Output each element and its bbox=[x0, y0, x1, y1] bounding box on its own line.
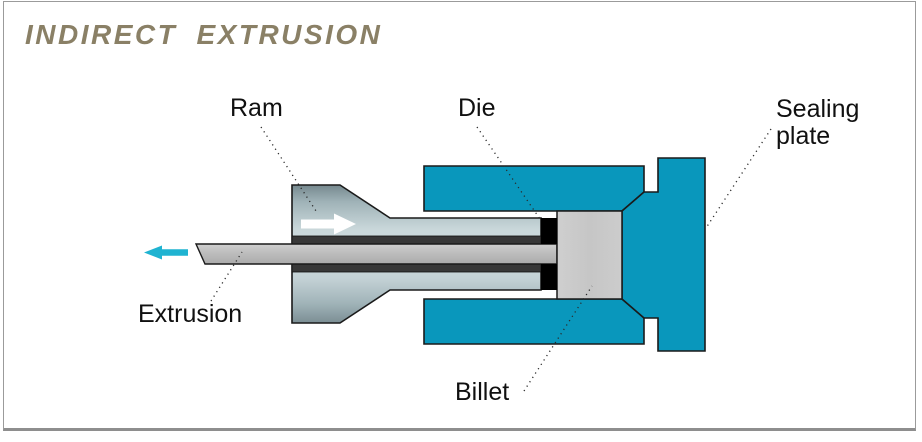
die-label: Die bbox=[458, 94, 496, 122]
page-border-frame bbox=[3, 1, 916, 431]
sealing-plate-label-line1: Sealing bbox=[776, 95, 860, 123]
billet-part bbox=[556, 210, 623, 300]
extrusion-direction-arrow-icon bbox=[144, 245, 188, 260]
ram-bore-lining-top bbox=[291, 235, 542, 245]
die-part-top bbox=[541, 218, 557, 244]
billet-label: Billet bbox=[455, 378, 510, 406]
ram-bore-lining-bottom bbox=[291, 263, 542, 273]
billet-leader-line bbox=[523, 285, 593, 392]
ram-direction-arrow-icon bbox=[301, 213, 356, 235]
sealing-plate-leader-line bbox=[705, 128, 772, 229]
sealing-plate-part bbox=[621, 157, 706, 352]
sealing-plate-label-line2: plate bbox=[776, 122, 831, 150]
extrusion-product-part bbox=[194, 243, 558, 265]
ram-label: Ram bbox=[230, 94, 283, 122]
container-top-block bbox=[423, 165, 645, 212]
ram-leader-line bbox=[260, 126, 319, 215]
container-bottom-block bbox=[423, 298, 645, 345]
page-title: INDIRECT EXTRUSION bbox=[25, 19, 383, 50]
extrusion-label: Extrusion bbox=[138, 300, 243, 328]
die-part-bottom bbox=[541, 264, 557, 290]
